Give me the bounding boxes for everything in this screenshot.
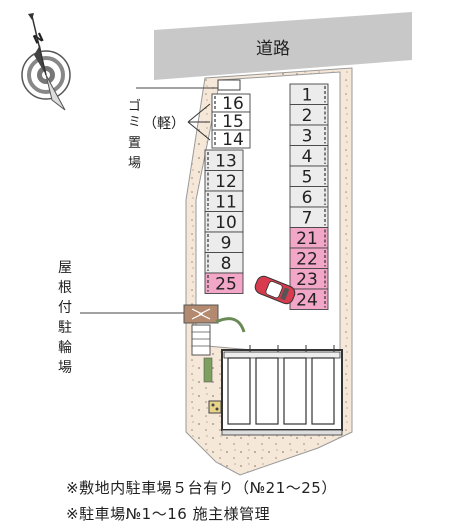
left-space-number: 11 bbox=[215, 192, 237, 212]
left-space-14 bbox=[211, 129, 251, 149]
left-space-number: 13 bbox=[215, 151, 237, 171]
left-space-number: 12 bbox=[215, 172, 237, 192]
right-space-number: 5 bbox=[302, 167, 313, 187]
planting-strip bbox=[203, 357, 213, 383]
light-car-arrows bbox=[187, 103, 211, 141]
building bbox=[221, 345, 343, 436]
right-space-number: 6 bbox=[302, 188, 313, 208]
bike-parking-label: 屋根付駐輪場 bbox=[58, 260, 72, 376]
compass-north-label: N bbox=[31, 30, 46, 47]
left-space-number: 8 bbox=[221, 254, 232, 274]
road-label: 道路 bbox=[256, 39, 290, 59]
right-space-number: 3 bbox=[302, 126, 313, 146]
entrance-steps bbox=[192, 331, 210, 347]
left-space-number: 9 bbox=[221, 233, 232, 253]
car-icon bbox=[254, 275, 296, 305]
right-space-number: 22 bbox=[296, 249, 318, 269]
garbage-label: ゴミ置場 bbox=[128, 98, 141, 171]
garbage-area bbox=[217, 79, 241, 91]
meter-box bbox=[208, 400, 222, 414]
right-space-number: 23 bbox=[296, 270, 318, 290]
right-space-number: 1 bbox=[302, 85, 313, 105]
right-space-number: 2 bbox=[302, 106, 313, 126]
compass-icon bbox=[21, 13, 71, 111]
left-space-number: 15 bbox=[222, 112, 244, 132]
left-space-number: 10 bbox=[215, 213, 237, 233]
note-owner-managed-parking: ※駐車場№1～16 施主様管理 bbox=[66, 505, 271, 523]
planting-arc bbox=[215, 317, 246, 333]
right-space-number: 24 bbox=[296, 290, 318, 310]
left-space-number: 14 bbox=[222, 130, 244, 150]
entrance-walkway bbox=[191, 324, 211, 356]
right-space-number: 7 bbox=[302, 208, 313, 228]
note-onsite-parking: ※敷地内駐車場５台有り（№21～25） bbox=[66, 479, 337, 497]
left-space-25 bbox=[204, 272, 244, 294]
left-space-number: 25 bbox=[215, 274, 237, 294]
right-space-number: 21 bbox=[296, 229, 318, 249]
left-space-number: 16 bbox=[222, 94, 244, 114]
right-space-number: 4 bbox=[302, 147, 313, 167]
bike-roof-mark bbox=[191, 308, 211, 320]
road bbox=[154, 12, 412, 80]
garbage-note: （軽） bbox=[143, 116, 185, 132]
